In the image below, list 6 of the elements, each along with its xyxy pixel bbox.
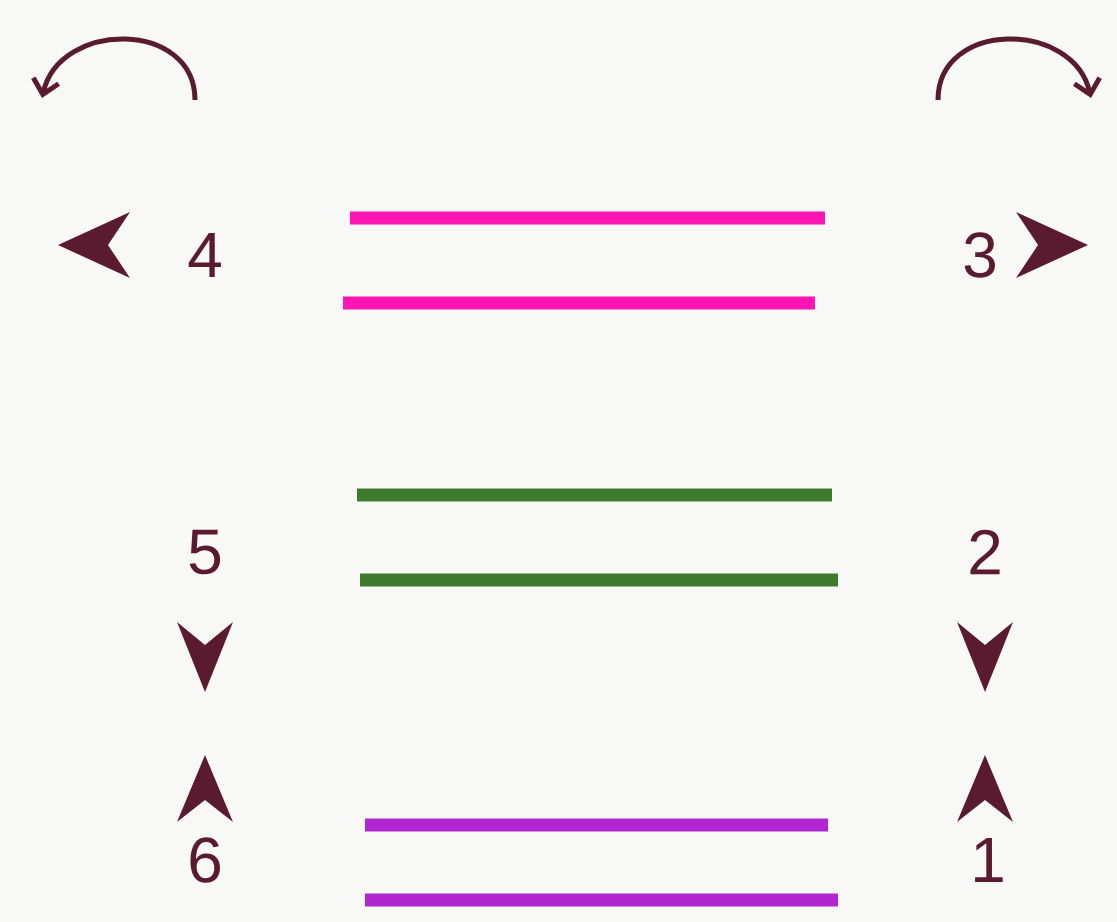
number-label: 3 — [964, 232, 995, 278]
number-label: 4 — [188, 233, 221, 277]
number-label: 5 — [189, 529, 221, 575]
number-label: 2 — [970, 529, 1000, 575]
number-label: 6 — [190, 837, 220, 883]
number-label: 1 — [975, 838, 1003, 883]
